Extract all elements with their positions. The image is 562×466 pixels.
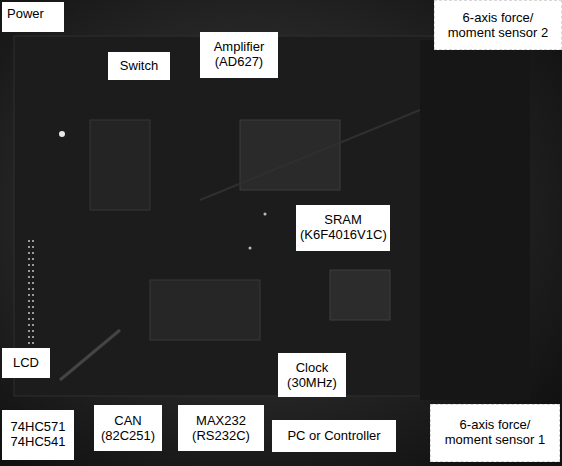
label-text: 6-axis force/ moment sensor 2 xyxy=(439,10,557,40)
label-text: SRAM (K6F4016V1C) xyxy=(300,212,386,242)
part-label: 74HC571 74HC541 xyxy=(2,410,74,460)
sensor-label: 6-axis force/ moment sensor 1 xyxy=(430,404,560,462)
part-label: SRAM (K6F4016V1C) xyxy=(296,205,390,251)
part-label: CAN (82C251) xyxy=(94,405,162,451)
part-label: MAX232 (RS232C) xyxy=(178,405,264,451)
label-text: PC or Controller xyxy=(276,428,392,443)
label-text: Clock (30MHz) xyxy=(282,360,342,390)
part-label: Amplifier (AD627) xyxy=(200,32,278,78)
part-label: Switch xyxy=(108,52,170,80)
sensor-label: 6-axis force/ moment sensor 2 xyxy=(434,0,562,50)
part-label: LCD xyxy=(2,348,50,378)
part-label: Power xyxy=(2,2,64,32)
part-label: Clock (30MHz) xyxy=(278,353,346,397)
label-text: MAX232 (RS232C) xyxy=(182,413,260,443)
label-text: LCD xyxy=(6,355,46,370)
label-text: 6-axis force/ moment sensor 1 xyxy=(435,417,555,447)
label-text: Power xyxy=(7,6,59,21)
label-text: Amplifier (AD627) xyxy=(204,39,274,69)
label-text: 74HC571 74HC541 xyxy=(6,419,70,449)
label-text: CAN (82C251) xyxy=(98,413,158,443)
part-label: PC or Controller xyxy=(272,420,396,452)
label-text: Switch xyxy=(112,58,166,73)
